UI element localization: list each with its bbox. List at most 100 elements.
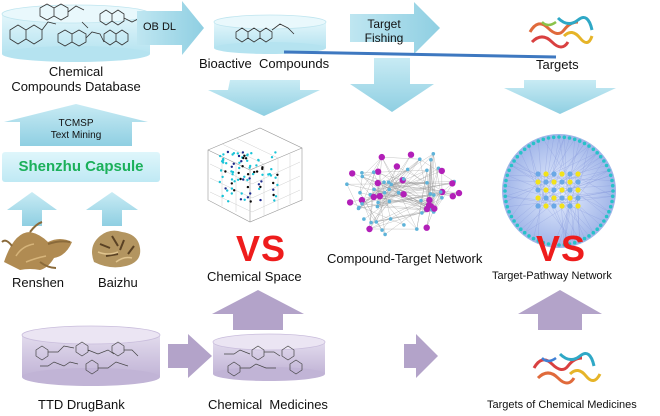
ring-node (567, 242, 572, 246)
network-node (370, 193, 377, 201)
network-node (449, 193, 456, 200)
scatter-point (260, 180, 263, 183)
core-node (551, 179, 557, 185)
scatter-point (237, 171, 240, 175)
up-arrow-renshen (7, 192, 57, 226)
down-arrow-bioactive (208, 80, 320, 116)
scatter-point (241, 151, 245, 154)
core-node (567, 179, 573, 185)
purple-arrow-right-2 (404, 334, 438, 378)
scatter-point (255, 170, 259, 173)
network-node (389, 182, 394, 187)
ring-node (546, 242, 551, 246)
network-node (382, 180, 386, 184)
scatter-point (230, 178, 234, 181)
purple-arrow-up-1 (212, 290, 304, 330)
ring-node (541, 240, 546, 245)
network-node (428, 192, 433, 196)
network-node (415, 227, 419, 231)
core-node (567, 195, 573, 201)
scatter-point (233, 180, 236, 183)
ring-node (536, 139, 541, 143)
scatter-point (227, 200, 230, 203)
ring-node (602, 159, 606, 163)
core-node (543, 171, 549, 177)
ring-node (527, 144, 531, 148)
network-node (376, 200, 380, 205)
ring-node (577, 139, 582, 143)
scatter-point (246, 159, 249, 162)
network-node (420, 211, 424, 215)
ring-node (604, 163, 609, 168)
bioactive-compounds-cylinder (213, 14, 327, 54)
scatter-point (246, 154, 249, 157)
network-node (449, 180, 456, 187)
ring-node (591, 230, 596, 235)
ring-node (512, 219, 516, 223)
scatter-point (224, 170, 227, 173)
ttd-drugbank-label: TTD DrugBank (38, 397, 125, 412)
chemical-compounds-database-label: Chemical Compounds Database (11, 64, 141, 94)
scatter-point (258, 187, 261, 191)
core-node (543, 203, 549, 209)
ring-node (531, 141, 536, 146)
scatter-point (257, 159, 260, 162)
network-node (393, 163, 401, 170)
ring-node (512, 159, 516, 163)
ring-node (604, 214, 609, 219)
network-node (387, 199, 392, 204)
ring-node (608, 173, 613, 178)
ring-node (541, 137, 546, 142)
network-node (378, 153, 385, 161)
compound-target-network-icon (345, 151, 463, 237)
protein-ribbon-icon (532, 352, 602, 385)
network-node (426, 196, 433, 204)
target-fishing-label: Target Fishing (364, 17, 404, 45)
core-node (559, 171, 565, 177)
network-node (366, 225, 373, 233)
ring-node (557, 135, 561, 139)
ring-node (515, 223, 520, 228)
network-node (438, 167, 445, 175)
core-node (575, 187, 581, 193)
scatter-point (222, 161, 225, 164)
scatter-point (240, 192, 243, 195)
core-node (551, 203, 557, 209)
core-node (551, 171, 557, 177)
ring-node (509, 214, 514, 219)
scatter-point (246, 173, 250, 176)
chemical-medicines-cylinder (212, 333, 326, 381)
ring-node (522, 147, 527, 152)
drugbank-cylinder (21, 325, 161, 386)
ring-node (607, 209, 611, 214)
scatter-point (242, 178, 245, 181)
scatter-point (240, 160, 243, 163)
scatter-point (261, 173, 264, 176)
network-node (382, 191, 387, 195)
scatter-point (230, 170, 233, 173)
target-fishing-arrow (350, 2, 440, 54)
scatter-point (274, 195, 278, 198)
ring-node (595, 227, 599, 231)
ob-dl-label: OB DL (143, 21, 177, 33)
core-node (567, 171, 573, 177)
network-node (346, 199, 354, 206)
scatter-point (242, 156, 245, 160)
scatter-point (231, 173, 234, 176)
scatter-point (219, 169, 223, 172)
scatter-point (231, 153, 234, 156)
network-node (345, 182, 349, 186)
scatter-point (274, 151, 277, 154)
scatter-point (230, 192, 233, 195)
scatter-point (243, 198, 246, 201)
target-pathway-network-label: Target-Pathway Network (492, 270, 612, 282)
scatter-point (237, 154, 241, 158)
scatter-point (246, 178, 249, 182)
scatter-point (230, 165, 233, 168)
scatter-point (236, 152, 239, 155)
core-node (535, 195, 541, 201)
ring-node (608, 204, 613, 209)
scatter-point (238, 166, 241, 170)
ring-node (522, 230, 527, 235)
